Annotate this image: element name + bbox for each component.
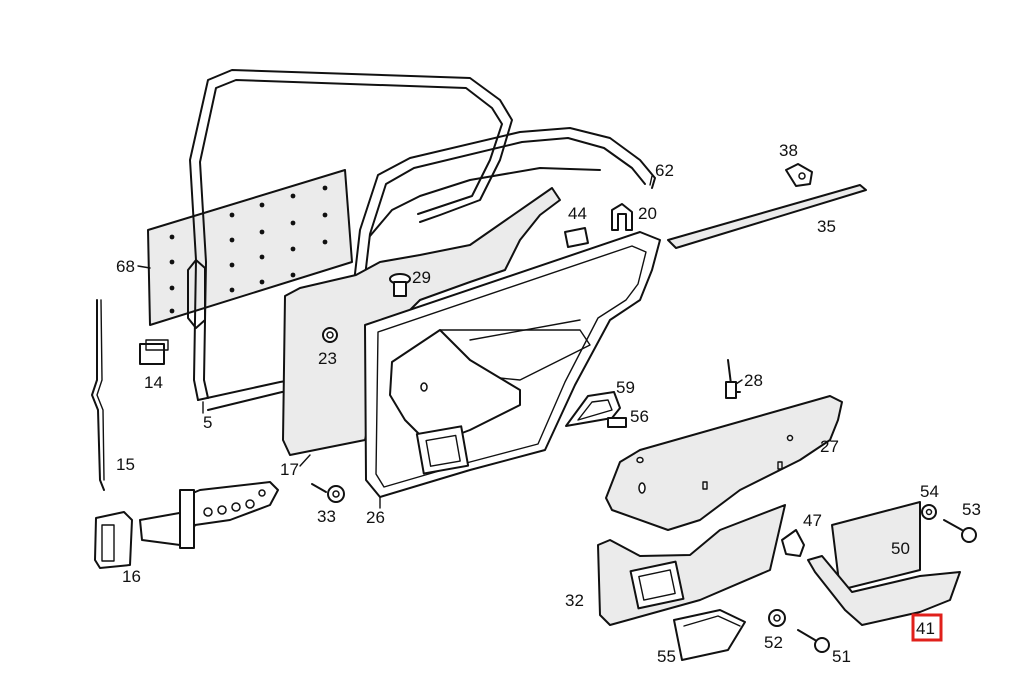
part-26-door-trim <box>364 231 661 498</box>
part-14-clip <box>139 339 169 365</box>
label-part-17: 17 <box>280 460 299 479</box>
label-part-55: 55 <box>657 647 676 666</box>
part-44-clip <box>564 227 589 248</box>
label-part-27: 27 <box>820 437 839 456</box>
label-part-32: 32 <box>565 591 584 610</box>
part-labels: 5 14 15 16 17 20 23 26 27 28 29 32 33 35… <box>116 141 981 666</box>
label-part-33: 33 <box>317 507 336 526</box>
leader-lines <box>137 175 743 509</box>
part-38-clip <box>785 163 813 187</box>
part-29-clip <box>389 273 411 297</box>
label-part-29: 29 <box>412 268 431 287</box>
part-17-inner-panel <box>282 187 561 456</box>
part-51-screw <box>797 629 830 653</box>
part-53-screw <box>943 519 977 543</box>
part-47-clip <box>781 529 805 557</box>
part-28-bracket <box>725 359 741 399</box>
part-23-grommet <box>322 327 338 343</box>
label-part-26: 26 <box>366 508 385 527</box>
label-part-56: 56 <box>630 407 649 426</box>
label-part-14: 14 <box>144 373 163 392</box>
part-27-upper-trim <box>605 395 843 531</box>
label-part-5: 5 <box>203 413 212 432</box>
part-55-pocket <box>673 609 746 661</box>
label-part-51: 51 <box>832 647 851 666</box>
label-part-16: 16 <box>122 567 141 586</box>
label-part-28: 28 <box>744 371 763 390</box>
part-52-washer <box>768 609 786 627</box>
label-part-62: 62 <box>655 161 674 180</box>
part-32-lower-trim <box>597 504 786 626</box>
label-part-20: 20 <box>638 204 657 223</box>
part-41-armrest <box>807 501 961 626</box>
label-part-53: 53 <box>962 500 981 519</box>
label-part-50: 50 <box>891 539 910 558</box>
part-68-insulation-board <box>147 169 353 326</box>
part-15-seal-strip <box>91 299 105 491</box>
label-part-38: 38 <box>779 141 798 160</box>
part-33-screw <box>311 483 345 503</box>
part-54-washer <box>921 504 937 520</box>
part-35-moulding <box>667 184 867 249</box>
label-part-15: 15 <box>116 455 135 474</box>
label-part-35: 35 <box>817 217 836 236</box>
label-part-41: 41 <box>916 619 935 638</box>
highlight-box-41 <box>911 613 943 642</box>
door-check-strap <box>139 481 279 549</box>
label-part-54: 54 <box>920 482 939 501</box>
part-62-window-channel <box>351 127 656 303</box>
label-part-68: 68 <box>116 257 135 276</box>
part-16-block <box>94 511 133 569</box>
label-part-44: 44 <box>568 204 587 223</box>
label-part-47: 47 <box>803 511 822 530</box>
part-20-u-clip <box>611 203 633 231</box>
label-part-52: 52 <box>764 633 783 652</box>
part-56-clip <box>607 417 627 428</box>
part-59-bezel <box>565 391 621 427</box>
label-part-23: 23 <box>318 349 337 368</box>
label-part-59: 59 <box>616 378 635 397</box>
